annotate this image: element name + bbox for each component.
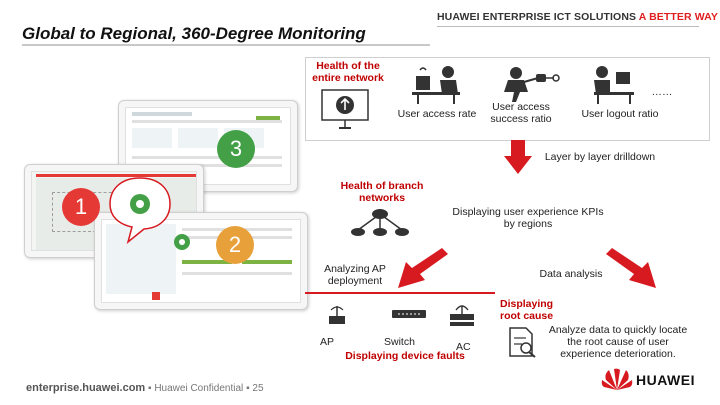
document-search-icon <box>509 327 536 358</box>
title-divider <box>22 44 430 46</box>
switch-label: Switch <box>384 336 415 348</box>
step-badge-1: 1 <box>62 188 100 226</box>
network-health-panel <box>305 57 710 141</box>
footer-page: 25 <box>252 383 264 394</box>
user-connect-icon <box>504 67 560 102</box>
analyze-data-label: Analyze data to quickly locate the root … <box>548 324 688 360</box>
header-line <box>437 26 699 27</box>
ac-icon <box>450 305 474 326</box>
health-entire-label: Health of the entire network <box>312 60 384 84</box>
user-access-success-label: User access success ratio <box>490 101 552 125</box>
footer-bullet-2: ▪ <box>246 383 253 394</box>
footer-site: enterprise.huawei.com <box>26 382 146 394</box>
ellipsis-text: …… <box>651 86 673 98</box>
step-badge-2: 2 <box>216 226 254 264</box>
device-faults-label: Displaying device faults <box>345 350 465 362</box>
down-left-arrow-icon <box>398 248 448 288</box>
root-cause-label: Displaying root cause <box>500 298 554 322</box>
analyzing-ap-label: Analyzing AP deployment <box>324 263 386 287</box>
user-logout-label: User logout ratio <box>581 108 659 120</box>
switch-icon <box>392 310 426 318</box>
ac-label: AC <box>456 341 471 353</box>
footer-bullet-1: ▪ <box>148 383 155 394</box>
displaying-ux-label: Displaying user experience KPIs by regio… <box>452 206 604 230</box>
green-marker-icon <box>174 234 190 250</box>
user-logout-icon <box>594 66 634 104</box>
bubble-callout <box>109 177 171 244</box>
page-title: Global to Regional, 360-Degree Monitorin… <box>22 24 366 43</box>
device-panel-divider <box>305 292 495 294</box>
health-branch-label: Health of branch networks <box>340 180 424 204</box>
brand-main: HUAWEI ENTERPRISE ICT SOLUTIONS <box>437 11 637 23</box>
huawei-logo-text: HUAWEI <box>636 372 695 388</box>
ap-label: AP <box>320 336 335 348</box>
data-analysis-label: Data analysis <box>539 268 603 280</box>
monitor-icon <box>321 89 369 129</box>
brand-slogan: HUAWEI ENTERPRISE ICT SOLUTIONS A BETTER… <box>437 11 718 23</box>
user-desk-icon <box>412 66 460 104</box>
step-badge-3: 3 <box>217 130 255 168</box>
down-arrow-icon <box>504 140 532 174</box>
footer: enterprise.huawei.com ▪ Huawei Confident… <box>26 382 264 394</box>
ap-icon <box>329 306 345 324</box>
huawei-logo-icon <box>601 368 633 390</box>
footer-confidential: Huawei Confidential <box>154 383 244 394</box>
down-right-arrow-icon <box>606 248 656 288</box>
layer-drilldown-label: Layer by layer drilldown <box>544 151 656 163</box>
brand-accent: A BETTER WAY <box>638 11 718 23</box>
network-tree-icon <box>351 209 409 236</box>
user-access-rate-label: User access rate <box>397 108 477 120</box>
